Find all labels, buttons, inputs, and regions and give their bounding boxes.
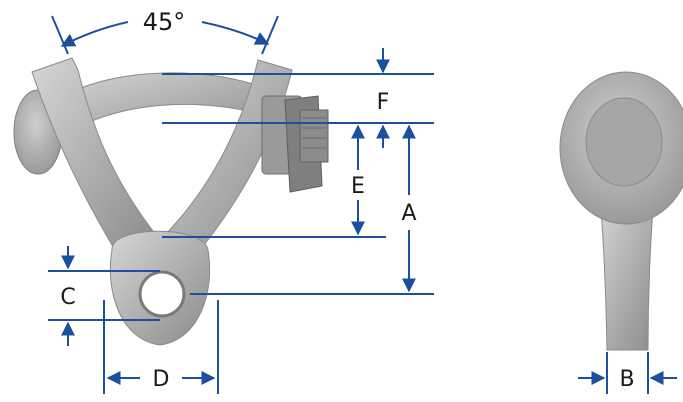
- front-stem: [599, 199, 655, 351]
- angle-label: 45°: [143, 8, 186, 36]
- angle-arc-left: [60, 21, 129, 47]
- angle-extension-right: [261, 15, 279, 55]
- label-d: D: [153, 367, 170, 392]
- dimension-lines: [48, 15, 677, 394]
- eye-hole: [138, 270, 186, 318]
- label-f: F: [377, 90, 390, 115]
- y-clevis-side-view: [13, 57, 329, 346]
- front-head-inner: [585, 97, 663, 187]
- angle-extension-left: [51, 15, 69, 55]
- label-a: A: [401, 201, 416, 226]
- label-b: B: [619, 367, 634, 392]
- angle-arc-right: [201, 21, 270, 45]
- label-e: E: [351, 174, 365, 199]
- y-clevis-front-view: [559, 71, 683, 351]
- label-c: C: [60, 285, 75, 310]
- nut-and-washer: [261, 95, 329, 193]
- dimension-labels: 45° F E A C D B: [60, 8, 634, 392]
